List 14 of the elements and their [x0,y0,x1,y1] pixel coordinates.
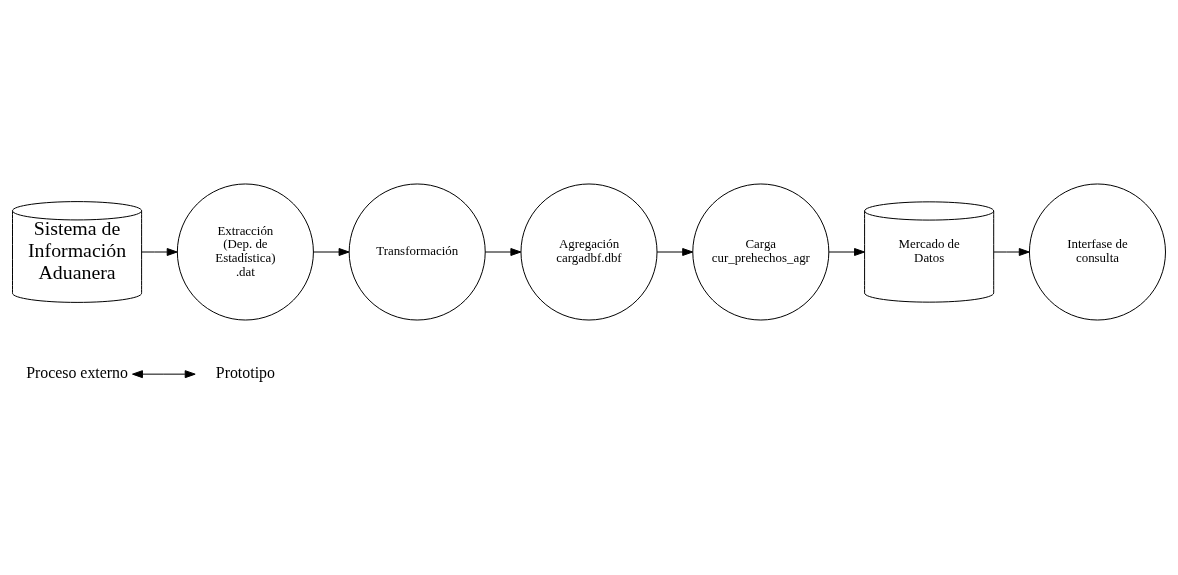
arrow [828,247,865,256]
node-circle: Transformación [348,182,486,321]
arrow [132,369,196,378]
arrow [141,247,178,256]
node-circle: Agregación cargadbf.dbf [520,182,658,321]
node-circle: Extracción (Dep. de Estadística) .dat [176,182,314,321]
node-circle: Interfase de consulta [1028,182,1166,321]
arrow [484,247,522,256]
arrow [993,247,1030,256]
arrow [313,247,350,256]
node-text: Proceso externo [26,363,128,381]
arrow [656,247,694,256]
node-text: Prototipo [215,363,275,381]
node-circle: Carga cur_prehechos_agr [692,182,830,321]
